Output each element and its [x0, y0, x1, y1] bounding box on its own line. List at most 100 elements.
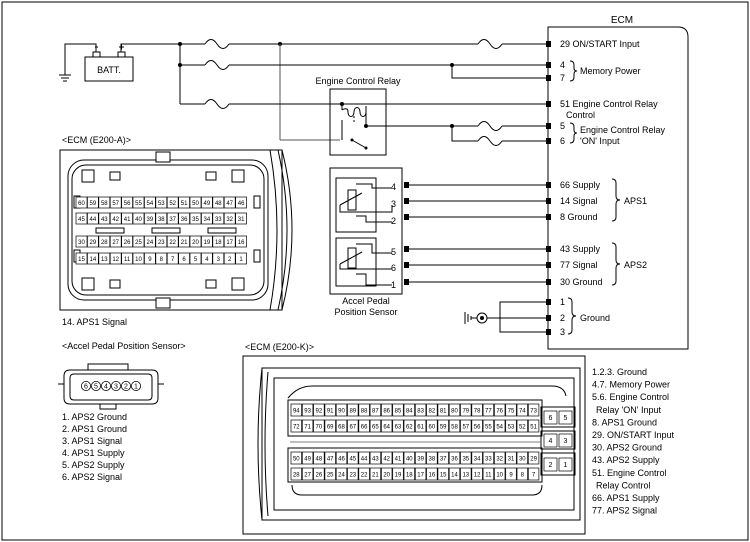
connector-k-legend-line: 66. APS1 Supply	[592, 493, 660, 503]
svg-text:59: 59	[90, 201, 97, 207]
svg-text:2: 2	[228, 257, 232, 263]
connector-k-pin: 22	[358, 467, 370, 481]
svg-text:44: 44	[361, 456, 368, 462]
connector-k-legend-line: 1.2.3. Ground	[592, 367, 647, 377]
svg-text:5: 5	[94, 384, 98, 391]
connector-k-side-pin: 2	[543, 457, 558, 472]
connector-k-pin: 10	[494, 467, 506, 481]
sensor-pin-1: 1	[391, 280, 396, 290]
connector-k-pin: 39	[414, 451, 427, 465]
svg-text:86: 86	[383, 408, 390, 414]
svg-text:68: 68	[338, 424, 345, 430]
svg-text:83: 83	[417, 408, 424, 414]
svg-text:57: 57	[112, 201, 119, 207]
connector-a-pin: 25	[132, 235, 145, 248]
svg-text:77: 77	[485, 408, 492, 414]
connector-a-pin: 51	[178, 196, 190, 209]
ecm-pin-30: 30 Ground	[560, 277, 603, 287]
svg-text:14: 14	[451, 472, 458, 478]
svg-text:79: 79	[462, 408, 469, 414]
svg-text:62: 62	[406, 424, 413, 430]
connector-a-pin: 8	[155, 252, 168, 265]
connector-k-pin: 83	[414, 403, 427, 417]
svg-text:20: 20	[192, 240, 199, 246]
connector-k-side-pin: 1	[558, 457, 573, 472]
sensor-legend-line: 5. APS2 Supply	[62, 460, 125, 470]
fuse-3	[204, 60, 230, 70]
svg-text:50: 50	[293, 456, 300, 462]
connector-k-pin: 33	[482, 451, 495, 465]
svg-text:11: 11	[124, 257, 131, 263]
connector-k-pin: 26	[313, 467, 325, 481]
sensor-label-2: Position Sensor	[334, 307, 397, 317]
svg-text:16: 16	[238, 240, 245, 246]
svg-text:63: 63	[395, 424, 402, 430]
connector-a-pin: 38	[155, 212, 168, 225]
connector-a-pin: 17	[223, 235, 236, 248]
svg-text:1: 1	[134, 384, 138, 391]
connector-k-pin: 60	[426, 419, 438, 433]
svg-text:23: 23	[349, 472, 356, 478]
sensor-legend-line: 4. APS1 Supply	[62, 448, 125, 458]
connector-a-pin: 49	[201, 196, 213, 209]
svg-text:9: 9	[509, 472, 513, 478]
svg-text:38: 38	[158, 217, 165, 223]
svg-text:61: 61	[417, 424, 424, 430]
connector-k-pin: 67	[347, 419, 359, 433]
ecm-ground-pin-2: 2	[560, 313, 565, 323]
connector-k-side-pin: 5	[558, 410, 573, 425]
svg-text:56: 56	[124, 201, 131, 207]
connector-a-pin: 20	[189, 235, 202, 248]
connector-k-legend-line: 51. Engine Control	[592, 468, 667, 478]
connector-a-pin: 55	[132, 196, 145, 209]
ecr-on-label-2: 'ON' Input	[580, 136, 620, 146]
connector-k-pin: 23	[347, 467, 359, 481]
connector-a-pin: 27	[109, 235, 122, 248]
connector-k-pin: 48	[313, 451, 325, 465]
connector-a	[59, 149, 293, 311]
connector-k-legend-line: 5.6. Engine Control	[592, 392, 669, 402]
connector-k-pin: 58	[448, 419, 461, 433]
connector-a-pin: 22	[166, 235, 179, 248]
svg-text:31: 31	[508, 456, 515, 462]
sensor-pin-5: 5	[391, 247, 396, 257]
connector-k-side-pin: 3	[558, 433, 573, 448]
connector-k-pin: 65	[369, 419, 382, 433]
svg-text:66: 66	[361, 424, 368, 430]
connector-k-legend: 1.2.3. Ground 4.7. Memory Power 5.6. Engin…	[592, 367, 675, 516]
connector-k-legend-line: 4.7. Memory Power	[592, 380, 670, 390]
svg-text:6: 6	[549, 415, 553, 422]
connector-a-pin: 44	[87, 212, 99, 225]
svg-text:12: 12	[474, 472, 481, 478]
memory-power-label: Memory Power	[580, 66, 641, 76]
connector-k-legend-line: 8. APS1 Ground	[592, 417, 657, 427]
battery-label: BATT.	[97, 65, 121, 75]
sensor-connector-pin: 1	[130, 380, 141, 391]
svg-text:33: 33	[485, 456, 492, 462]
svg-text:81: 81	[440, 408, 447, 414]
connector-k-pin: 20	[381, 467, 393, 481]
connector-a-pin: 15	[75, 252, 88, 265]
svg-text:67: 67	[349, 424, 356, 430]
fuse-1	[204, 39, 230, 49]
connector-k-pin: 53	[505, 419, 517, 433]
connector-k-legend-line: Relay Control	[596, 480, 651, 490]
svg-text:13: 13	[101, 257, 108, 263]
connector-a-pin: 37	[166, 212, 179, 225]
connector-k-pin: 13	[460, 467, 472, 481]
connector-k-pin: 49	[301, 451, 314, 465]
svg-text:90: 90	[338, 408, 345, 414]
fuse-6	[477, 136, 503, 146]
ecm-pin-77: 77 Signal	[560, 260, 598, 270]
svg-text:11: 11	[485, 472, 492, 478]
svg-text:45: 45	[78, 217, 85, 223]
relay-box	[329, 88, 387, 156]
svg-text:23: 23	[158, 240, 165, 246]
svg-text:72: 72	[293, 424, 300, 430]
connector-a-pin: 35	[189, 212, 202, 225]
svg-text:82: 82	[429, 408, 436, 414]
sensor-connector-pin: 2	[121, 380, 132, 391]
connector-a-pin: 33	[212, 212, 225, 225]
ecm-pin-51: 51 Engine Control Relay	[560, 99, 658, 109]
